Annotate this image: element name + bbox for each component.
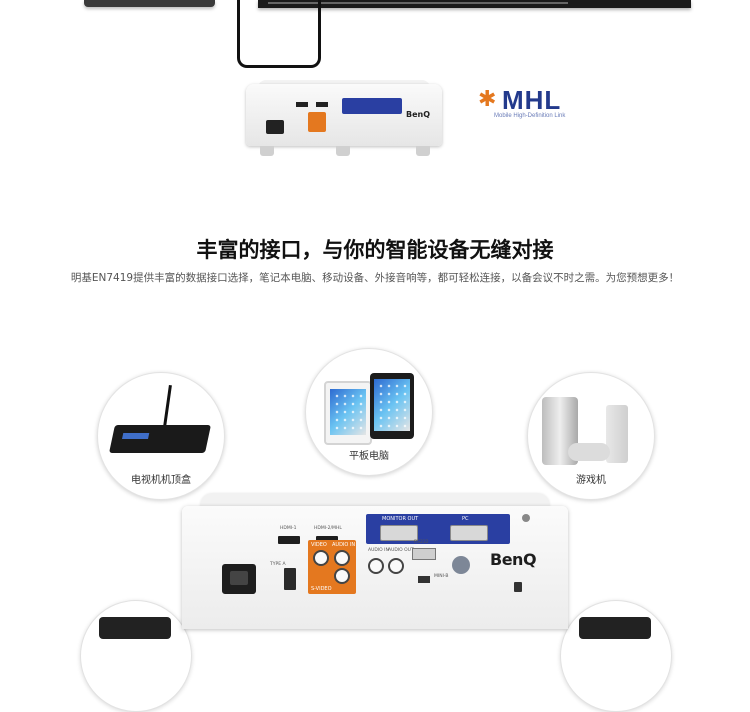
brand-logo: BenQ (406, 110, 431, 119)
type-a-label: TYPE A (270, 562, 286, 567)
device-circle-partial (560, 600, 672, 712)
device-circle-partial (80, 600, 192, 712)
power-socket-icon (222, 564, 256, 594)
ir-sensor-icon (452, 556, 470, 574)
av-port-panel: VIDEO AUDIO IN S-VIDEO (308, 540, 356, 594)
mhl-logo-text: MHL (502, 85, 562, 115)
kensington-lock-icon (514, 582, 522, 592)
laptop-bottom-edge (84, 0, 215, 7)
audio-in-jack-icon (368, 558, 384, 574)
set-top-box-label: 电视机机顶盒 (131, 475, 191, 486)
audio-r-jack-icon (334, 568, 350, 584)
s-video-label: S-VIDEO (311, 586, 332, 592)
section-heading: 丰富的接口，与你的智能设备无缝对接 (196, 238, 554, 262)
tv-progress-bar (268, 2, 568, 4)
tablet-black-icon (370, 373, 414, 439)
set-top-box-icon (109, 425, 211, 453)
usb-port-icon (284, 568, 296, 590)
audio-in-label: AUDIO IN (368, 548, 389, 553)
audio-out-jack-icon (388, 558, 404, 574)
av-port-panel (308, 112, 326, 132)
vga-out-port-icon (380, 525, 418, 541)
projector-foot (416, 146, 430, 156)
rs232-port-icon (412, 548, 436, 560)
power-socket-icon (266, 120, 284, 134)
mini-usb-port-icon (418, 576, 430, 583)
video-jack-icon (313, 550, 329, 566)
vga-port-panel: MONITOR OUT PC (366, 514, 510, 544)
game-console-circle: 游戏机 (527, 372, 655, 500)
tablet-white-icon (324, 381, 372, 445)
game-console-label: 游戏机 (576, 475, 606, 486)
audio-l-jack-icon (334, 550, 350, 566)
brand-logo: BenQ (490, 550, 537, 569)
antenna-icon (163, 384, 172, 428)
tablet-label: 平板电脑 (349, 451, 389, 462)
projector-foot (260, 146, 274, 156)
gamepad-icon (568, 443, 610, 461)
hdmi1-label: HDMI-1 (280, 526, 297, 531)
mini-b-label: MINI-B (434, 574, 449, 579)
hdmi1-port-icon (278, 536, 300, 544)
audio-out-label: AUDIO OUT (388, 548, 414, 553)
vga-in-port-icon (450, 525, 488, 541)
audio-in-orange-label: AUDIO IN (332, 542, 356, 548)
hdmi2-label: HDMI-2/MHL (314, 526, 342, 531)
hdmi-port-icon (296, 102, 308, 107)
tablet-circle: 平板电脑 (305, 348, 433, 476)
tv-bottom-edge (258, 0, 691, 8)
mhl-star-icon: ✱ (478, 87, 497, 112)
projector-small: BenQ (246, 80, 442, 156)
projector-big-rear-panel: HDMI-1 HDMI-2/MHL MONITOR OUT PC AUDIO I… (182, 506, 568, 629)
hdmi-port-icon (316, 102, 328, 107)
rs232-label: RS232 (414, 540, 429, 545)
section-description: 明基EN7419提供丰富的数据接口选择，笔记本电脑、移动设备、外接音响等，都可轻… (70, 272, 680, 284)
hdmi-cable (237, 0, 321, 68)
projector-small-body: BenQ (246, 84, 442, 146)
video-label: VIDEO (311, 542, 327, 548)
projector-foot (336, 146, 350, 156)
vga-port-panel (342, 98, 402, 114)
mhl-logo: ✱ MHL Mobile High-Definition Link (478, 85, 618, 124)
monitor-out-label: MONITOR OUT (382, 516, 419, 522)
pc-label: PC (462, 516, 469, 522)
screw-icon (522, 514, 530, 522)
mhl-logo-subtitle: Mobile High-Definition Link (494, 113, 566, 119)
set-top-box-circle: 电视机机顶盒 (97, 372, 225, 500)
projector-big: HDMI-1 HDMI-2/MHL MONITOR OUT PC AUDIO I… (182, 494, 568, 629)
xbox-console-icon (606, 405, 628, 463)
